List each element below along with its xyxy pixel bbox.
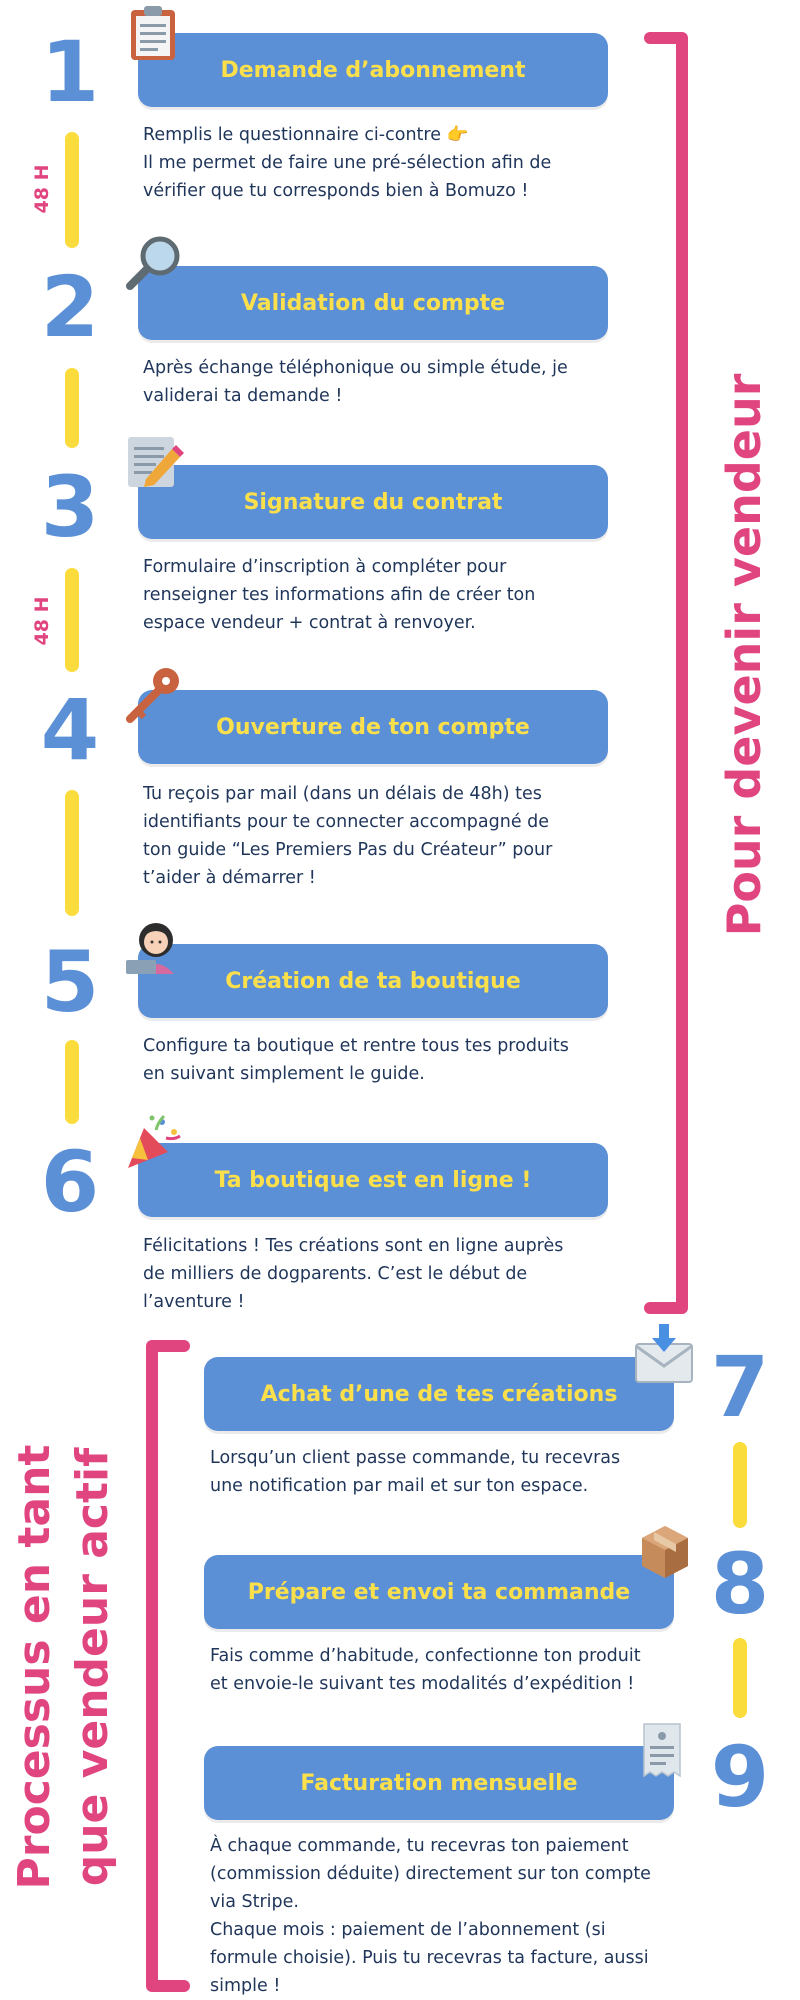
duration-label: 48 H — [31, 596, 53, 646]
clipboard-icon — [131, 6, 175, 60]
connector-5-6 — [65, 1040, 79, 1124]
step-description-3: Formulaire d’inscription à compléter pou… — [143, 557, 536, 633]
section-label-active-seller-1: Processus en tant — [9, 1444, 60, 1890]
step-title-3: Signature du contrat — [138, 465, 608, 539]
step-number-4: 4 — [40, 681, 100, 779]
step-title-1: Demande d’abonnement — [138, 33, 608, 107]
duration-label: 48 H — [31, 164, 53, 214]
connector-7-8 — [733, 1442, 747, 1528]
step-number-1: 1 — [40, 23, 100, 121]
section-bracket-left — [146, 1340, 190, 1992]
step-description-8: Fais comme d’habitude, confectionne ton … — [210, 1646, 641, 1694]
step-title-7: Achat d’une de tes créations — [204, 1357, 674, 1431]
step-description-1: Remplis le questionnaire ci-contre 👉Il m… — [143, 125, 552, 201]
party-popper-icon — [128, 1114, 181, 1168]
envelope-arrow-icon — [635, 1324, 693, 1383]
step-title-2: Validation du compte — [138, 266, 608, 340]
connector-8-9 — [733, 1638, 747, 1718]
section-label-active-seller-2: que vendeur actif — [67, 1447, 118, 1887]
section-label-become-seller: Pour devenir vendeur — [717, 373, 771, 937]
step-description-7: Lorsqu’un client passe commande, tu rece… — [210, 1448, 621, 1496]
step-number-9: 9 — [710, 1728, 770, 1826]
step-title-9: Facturation mensuelle — [204, 1746, 674, 1820]
package-icon — [642, 1526, 688, 1578]
magnifier-icon — [126, 236, 180, 290]
step-description-9: À chaque commande, tu recevras ton paiem… — [210, 1836, 651, 1996]
step-description-4: Tu reçois par mail (dans un délais de 48… — [143, 784, 553, 888]
connector-4-5 — [65, 790, 79, 916]
step-number-5: 5 — [40, 933, 100, 1031]
step-description-6: Félicitations ! Tes créations sont en li… — [143, 1236, 564, 1312]
receipt-icon — [643, 1723, 681, 1778]
step-title-5: Création de ta boutique — [138, 944, 608, 1018]
woman-laptop-icon — [126, 923, 174, 974]
connector-2-3 — [65, 368, 79, 448]
step-number-8: 8 — [710, 1535, 770, 1633]
step-number-6: 6 — [40, 1133, 100, 1231]
step-title-4: Ouverture de ton compte — [138, 690, 608, 764]
step-title-8: Prépare et envoi ta commande — [204, 1555, 674, 1629]
step-number-2: 2 — [40, 258, 100, 356]
step-description-2: Après échange téléphonique ou simple étu… — [143, 358, 568, 406]
connector-3-4 — [65, 568, 79, 672]
step-number-7: 7 — [710, 1338, 770, 1436]
connector-1-2 — [65, 132, 79, 248]
section-bracket-right — [644, 32, 688, 1314]
key-icon — [126, 668, 179, 723]
step-description-5: Configure ta boutique et rentre tous tes… — [143, 1036, 569, 1084]
memo-pencil-icon — [128, 437, 184, 487]
step-title-6: Ta boutique est en ligne ! — [138, 1143, 608, 1217]
step-number-3: 3 — [40, 458, 100, 556]
